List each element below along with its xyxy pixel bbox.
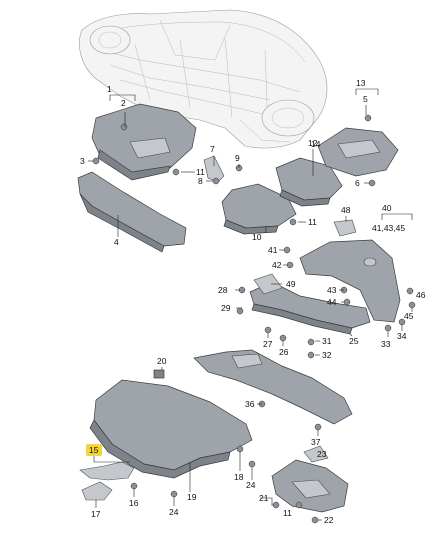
label-36: 36 <box>245 399 255 409</box>
label-2: 2 <box>121 98 126 108</box>
label-19: 19 <box>187 492 197 502</box>
label-45: 45 <box>404 311 414 321</box>
label-28: 28 <box>218 285 228 295</box>
label-4: 4 <box>114 237 119 247</box>
label-13: 13 <box>356 78 366 88</box>
label-26: 26 <box>279 347 289 357</box>
label-40: 40 <box>382 203 392 213</box>
label-12: 12 <box>308 138 318 148</box>
label-18: 18 <box>234 472 244 482</box>
part-15-deflector <box>79 461 135 481</box>
part-23-rear-heat-shield <box>193 349 353 425</box>
label-44: 44 <box>327 297 337 307</box>
label-11a: 11 <box>196 167 205 177</box>
label-15-highlight <box>86 444 102 456</box>
label-1: 1 <box>107 84 112 94</box>
label-17: 17 <box>91 509 101 519</box>
label-42: 42 <box>272 260 282 270</box>
part-38-bracket <box>303 445 329 463</box>
part-21-rear-shield <box>271 459 349 513</box>
leader-lines <box>88 88 413 521</box>
part-49-bracket <box>253 273 283 295</box>
part-19-floor-panel <box>89 379 253 479</box>
part-48-pad <box>333 219 357 237</box>
label-24b: 24 <box>169 507 179 517</box>
label-11b: 11 <box>308 217 317 227</box>
label-15: 15 <box>89 445 99 455</box>
label-20: 20 <box>157 356 167 366</box>
label-3: 3 <box>80 156 85 166</box>
part-7-bracket <box>203 155 225 183</box>
part-1-engine-undertray <box>91 103 197 181</box>
label-21: 21 <box>259 493 269 503</box>
callout-labels: 1 2 3 4 7 11 8 9 10 11 12 13 5 14 6 48 4… <box>80 78 426 525</box>
part-17-cover <box>81 481 113 501</box>
part-40-crossmember <box>299 239 401 323</box>
label-11c: 11 <box>283 508 292 518</box>
label-37: 37 <box>311 437 321 447</box>
label-49: 49 <box>286 279 296 289</box>
label-24a: 24 <box>246 480 256 490</box>
label-7: 7 <box>210 144 215 154</box>
label-14: 14 <box>311 139 321 149</box>
label-22: 22 <box>324 515 334 525</box>
label-41: 41 <box>268 245 278 255</box>
part-4-side-undertray <box>77 171 187 253</box>
label-48: 48 <box>341 205 351 215</box>
label-40-sub: 41,43,45 <box>372 223 405 233</box>
label-29: 29 <box>221 303 231 313</box>
part-14-rear-shield <box>317 127 399 177</box>
label-27: 27 <box>263 339 273 349</box>
label-8: 8 <box>198 176 203 186</box>
label-9: 9 <box>235 153 240 163</box>
label-31: 31 <box>322 336 332 346</box>
label-5: 5 <box>363 94 368 104</box>
label-25: 25 <box>349 336 359 346</box>
label-43: 43 <box>327 285 337 295</box>
label-46: 46 <box>416 290 426 300</box>
label-6: 6 <box>355 178 360 188</box>
label-10: 10 <box>252 232 262 242</box>
label-32: 32 <box>322 350 332 360</box>
label-33: 33 <box>381 339 391 349</box>
part-12-middle-shield <box>275 157 343 207</box>
label-34: 34 <box>397 331 407 341</box>
vehicle-underbody-outline <box>79 9 328 149</box>
label-23: 23 <box>317 449 327 459</box>
part-10-center-shield <box>221 183 297 235</box>
part-20-clip <box>153 369 165 379</box>
label-16: 16 <box>129 498 139 508</box>
